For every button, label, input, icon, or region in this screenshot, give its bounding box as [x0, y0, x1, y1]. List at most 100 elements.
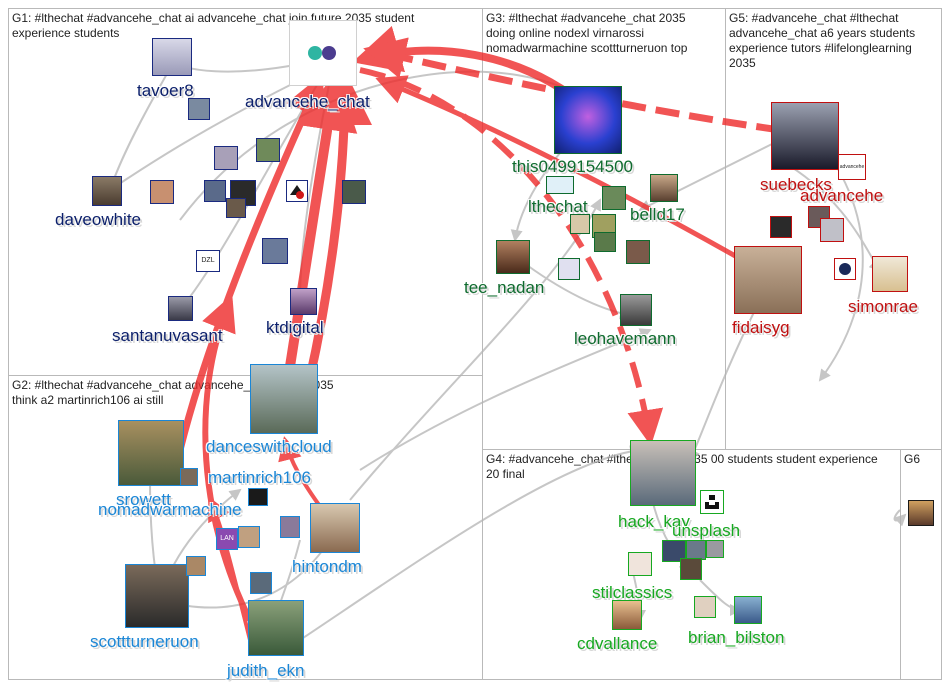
node-g1-user-a[interactable]	[188, 98, 210, 120]
node-g3-user-d[interactable]	[594, 232, 616, 252]
node-g3-user-f[interactable]	[558, 258, 580, 280]
node-stilclassics-image[interactable]	[628, 552, 652, 576]
node-hintondm-image[interactable]	[310, 503, 360, 553]
lan-logo-text: LAN	[220, 535, 234, 542]
node-g1-user-j[interactable]	[262, 238, 288, 264]
node-label-suebecks[interactable]: suebecks	[760, 175, 832, 194]
node-label-belld17[interactable]: belld17	[630, 205, 685, 224]
node-g4-user-a[interactable]	[662, 540, 686, 562]
node-tee_nadan-image[interactable]	[496, 240, 530, 274]
node-suebecks-image[interactable]	[771, 102, 839, 170]
node-srowett-image[interactable]	[118, 420, 184, 486]
node-g4-user-c[interactable]	[706, 540, 724, 558]
node-g5-user-b[interactable]	[770, 216, 792, 238]
node-g1-user-e[interactable]	[204, 180, 226, 202]
node-danceswithcloud-image[interactable]	[250, 364, 318, 434]
node-martinrich106-image[interactable]	[180, 468, 198, 486]
node-unsplash-image[interactable]	[700, 490, 724, 514]
edge	[107, 59, 176, 192]
node-g1-user-c[interactable]	[256, 138, 280, 162]
node-fidaisyg-image[interactable]	[734, 246, 802, 314]
node-label-ktdigital[interactable]: ktdigital	[266, 318, 324, 337]
node-label-danceswithcloud[interactable]: danceswithcloud	[206, 437, 332, 456]
node-advancehe_chat-image[interactable]	[289, 20, 357, 86]
node-tavoer8-image[interactable]	[152, 38, 192, 76]
node-label-this0499154500[interactable]: this0499154500	[512, 157, 634, 176]
edge	[359, 328, 652, 471]
node-label-fidaisyg[interactable]: fidaisyg	[732, 318, 790, 337]
node-g1-dzl[interactable]: DZL	[196, 250, 220, 272]
node-g2-user-c[interactable]	[250, 572, 272, 594]
advancehe-chat-logo-icon	[308, 46, 336, 60]
node-label-scottturneruon[interactable]: scottturneruon	[90, 632, 199, 651]
node-leohavemann-image[interactable]	[620, 294, 652, 326]
node-label-santanuvasant[interactable]: santanuvasant	[112, 326, 223, 345]
group-title-g6: G6	[904, 452, 921, 466]
node-santanuvasant-image[interactable]	[168, 296, 193, 321]
node-g2-lan[interactable]: LAN	[216, 528, 238, 550]
node-label-hack_kay[interactable]: hack_kay	[618, 512, 690, 531]
node-label-unsplash[interactable]: unsplash	[672, 521, 741, 540]
group-title-g5: G5: #advancehe_chat #lthechat advancehe_…	[729, 11, 916, 70]
node-label-tavoer8[interactable]: tavoer8	[137, 81, 194, 100]
node-label-srowett[interactable]: srowett	[116, 490, 171, 509]
node-g2-user-e[interactable]	[248, 488, 268, 506]
node-g1-user-i[interactable]	[342, 180, 366, 204]
node-g4-user-e[interactable]	[694, 596, 716, 618]
node-label-tee_nadan[interactable]: tee_nadan	[464, 278, 545, 297]
node-lthechat-image[interactable]	[546, 176, 574, 194]
node-g1-user-b[interactable]	[214, 146, 238, 170]
node-g4-user-d[interactable]	[680, 558, 702, 580]
unsplash-logo-icon	[705, 495, 719, 509]
node-label-brian_bilston[interactable]: brian_bilston	[688, 628, 785, 647]
node-g2-user-d[interactable]	[186, 556, 206, 576]
node-g1-user-g[interactable]	[226, 198, 246, 218]
node-label-leohavemann[interactable]: leohavemann	[574, 329, 677, 348]
node-label-daveowhite[interactable]: daveowhite	[55, 210, 142, 229]
group-panel-g6: G6	[900, 449, 942, 680]
node-g2-user-b[interactable]	[280, 516, 300, 538]
dzl-logo-text: DZL	[201, 257, 215, 264]
node-belld17-image[interactable]	[650, 174, 678, 202]
node-g1-user-d[interactable]	[150, 180, 174, 204]
group-panel-g5: G5: #advancehe_chat #lthechat advancehe_…	[725, 8, 942, 450]
node-g5-user-d[interactable]	[834, 258, 856, 280]
node-label-cdvallance[interactable]: cdvallance	[577, 634, 658, 653]
edge	[375, 75, 762, 273]
edge	[202, 294, 253, 622]
node-g6-user[interactable]	[908, 500, 934, 526]
node-advancehe-image[interactable]: advancehe	[838, 154, 866, 180]
node-g3-user-a[interactable]	[602, 186, 626, 210]
node-this0499154500-image[interactable]	[554, 86, 622, 154]
node-g2-user-a[interactable]	[238, 526, 260, 548]
node-label-martinrich106[interactable]: martinrich106	[208, 468, 311, 487]
node-label-stilclassics[interactable]: stilclassics	[592, 583, 673, 602]
node-judith_ekn-image[interactable]	[248, 600, 304, 656]
node-label-simonrae[interactable]: simonrae	[848, 297, 918, 316]
node-simonrae-image[interactable]	[872, 256, 908, 292]
node-scottturneruon-image[interactable]	[125, 564, 189, 628]
edge	[108, 79, 301, 192]
node-g4-user-b[interactable]	[686, 540, 706, 560]
node-g1-user-h[interactable]	[286, 180, 308, 202]
open-university-logo-icon	[839, 263, 851, 275]
node-g3-user-e[interactable]	[626, 240, 650, 264]
node-daveowhite-image[interactable]	[92, 176, 122, 206]
node-label-advancehe_chat[interactable]: advancehe_chat	[245, 92, 370, 111]
node-cdvallance-image[interactable]	[612, 600, 642, 630]
node-label-lthechat[interactable]: lthechat	[528, 197, 588, 216]
advancehe-logo-text: advancehe	[839, 164, 865, 170]
node-label-hintondm[interactable]: hintondm	[292, 557, 362, 576]
edge	[349, 198, 601, 501]
node-label-judith_ekn[interactable]: judith_ekn	[227, 661, 305, 680]
node-ktdigital-image[interactable]	[290, 288, 317, 315]
node-brian_bilston-image[interactable]	[734, 596, 762, 624]
node-g5-user-c[interactable]	[820, 218, 844, 242]
edge	[176, 73, 325, 451]
edge	[893, 509, 907, 527]
node-label-nomadwarmachine[interactable]: nomadwarmachine	[98, 500, 242, 519]
node-label-advancehe[interactable]: advancehe	[800, 186, 884, 205]
node-hack_kay-image[interactable]	[630, 440, 696, 506]
node-g3-user-b[interactable]	[570, 214, 590, 234]
